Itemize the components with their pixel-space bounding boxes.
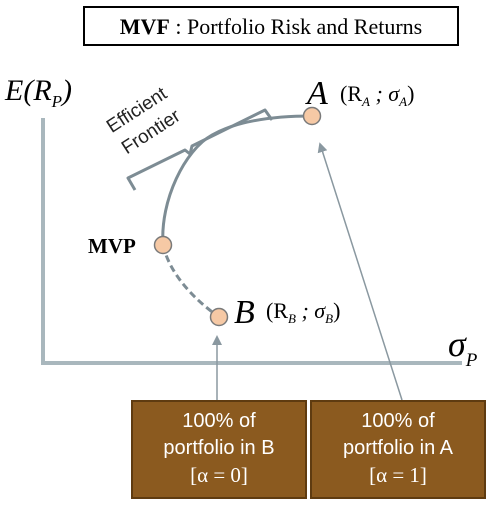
portfolio-b-line1: 100% of [182, 410, 256, 432]
point-a-marker [302, 106, 322, 126]
point-mvp-marker [153, 235, 173, 255]
portfolio-b-alpha: [α = 0] [190, 463, 248, 487]
title-box [83, 6, 459, 46]
efficient-frontier-label: Efficient Frontier [103, 83, 185, 159]
portfolio-a-alpha: [α = 1] [369, 463, 427, 487]
arrow-to-point-a [317, 142, 403, 401]
point-b-marker [209, 307, 229, 327]
x-axis-label: σP [448, 324, 478, 371]
efficient-frontier-curve [161, 114, 313, 246]
inefficient-frontier-curve [161, 244, 220, 319]
page-title: MVF : Portfolio Risk and Returns [120, 14, 422, 39]
point-b-name: B [234, 294, 255, 331]
portfolio-b-box: 100% of portfolio in B [α = 0] [131, 400, 307, 499]
portfolio-b-line2: portfolio in B [163, 437, 275, 459]
portfolio-a-box: 100% of portfolio in A [α = 1] [310, 400, 486, 499]
portfolio-a-line1: 100% of [361, 410, 435, 432]
efficient-frontier-bracket [126, 108, 274, 191]
point-mvp-name: MVP [88, 234, 136, 258]
portfolio-a-line2: portfolio in A [342, 437, 454, 459]
point-a-name: A [305, 75, 328, 112]
point-a-coords: (RA ; σA) [340, 81, 414, 109]
y-axis-label: E(RP) [4, 74, 72, 111]
point-b-coords: (RB ; σB) [266, 298, 340, 326]
